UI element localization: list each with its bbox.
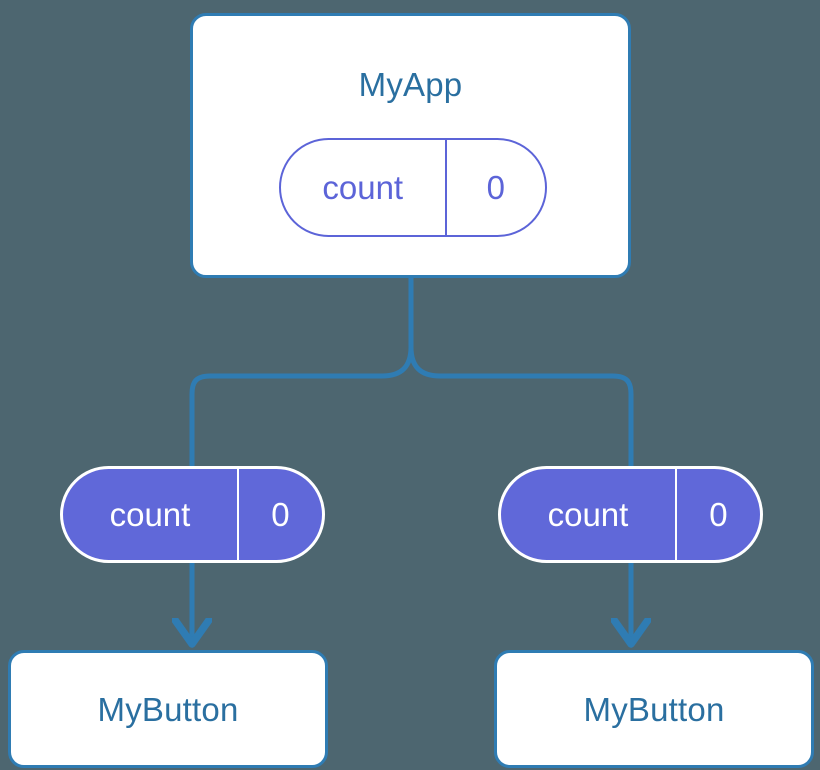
component-title-mybutton-right: MyButton xyxy=(583,690,725,728)
component-title-myapp: MyApp xyxy=(358,66,463,103)
state-pill-value-child-right: 0 xyxy=(674,469,760,560)
connector-branch-right xyxy=(408,344,634,473)
state-pill-label-child-left: count xyxy=(109,496,191,533)
state-pill-myapp[interactable]: count 0 xyxy=(279,138,547,237)
component-box-myapp[interactable]: MyApp count 0 xyxy=(190,13,631,278)
component-title-mybutton-left: MyButton xyxy=(97,690,239,728)
state-pill-value-myapp: 0 xyxy=(444,140,546,235)
state-pill-label-myapp: count xyxy=(322,169,404,206)
component-box-mybutton-right[interactable]: MyButton xyxy=(494,650,814,768)
state-pill-label-child-right: count xyxy=(547,496,629,533)
state-pill-child-left[interactable]: count 0 xyxy=(60,466,325,563)
state-pill-child-right[interactable]: count 0 xyxy=(498,466,763,563)
state-pill-value-child-left: 0 xyxy=(236,469,322,560)
connector-branch-left xyxy=(189,344,414,473)
component-box-mybutton-left[interactable]: MyButton xyxy=(8,650,328,768)
